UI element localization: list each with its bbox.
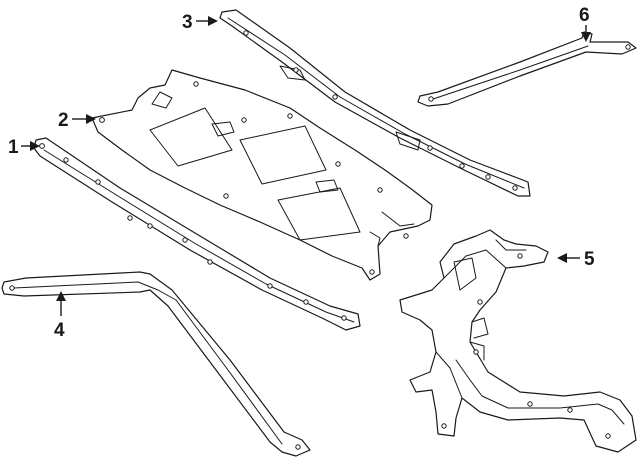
- callout-label-5: 5: [584, 249, 595, 270]
- callout-3: 3: [182, 12, 218, 33]
- callout-label-4: 4: [54, 320, 65, 341]
- callout-1: 1: [8, 137, 40, 158]
- callout-label-3: 3: [182, 12, 193, 33]
- part-side-brace: [417, 31, 637, 107]
- callout-label-6: 6: [579, 5, 590, 26]
- callout-4: 4: [54, 291, 66, 341]
- part-upper-tie-bar: [33, 137, 361, 331]
- part-splash-shield: [91, 69, 433, 281]
- part-radiator-support-bracket: [399, 229, 637, 453]
- callout-5: 5: [557, 249, 595, 270]
- callout-label-1: 1: [8, 137, 19, 158]
- part-lower-brace: [1, 271, 311, 457]
- callout-6: 6: [579, 5, 591, 42]
- callout-label-2: 2: [58, 110, 69, 131]
- callout-2: 2: [58, 110, 96, 131]
- part-upper-rail: [219, 9, 531, 197]
